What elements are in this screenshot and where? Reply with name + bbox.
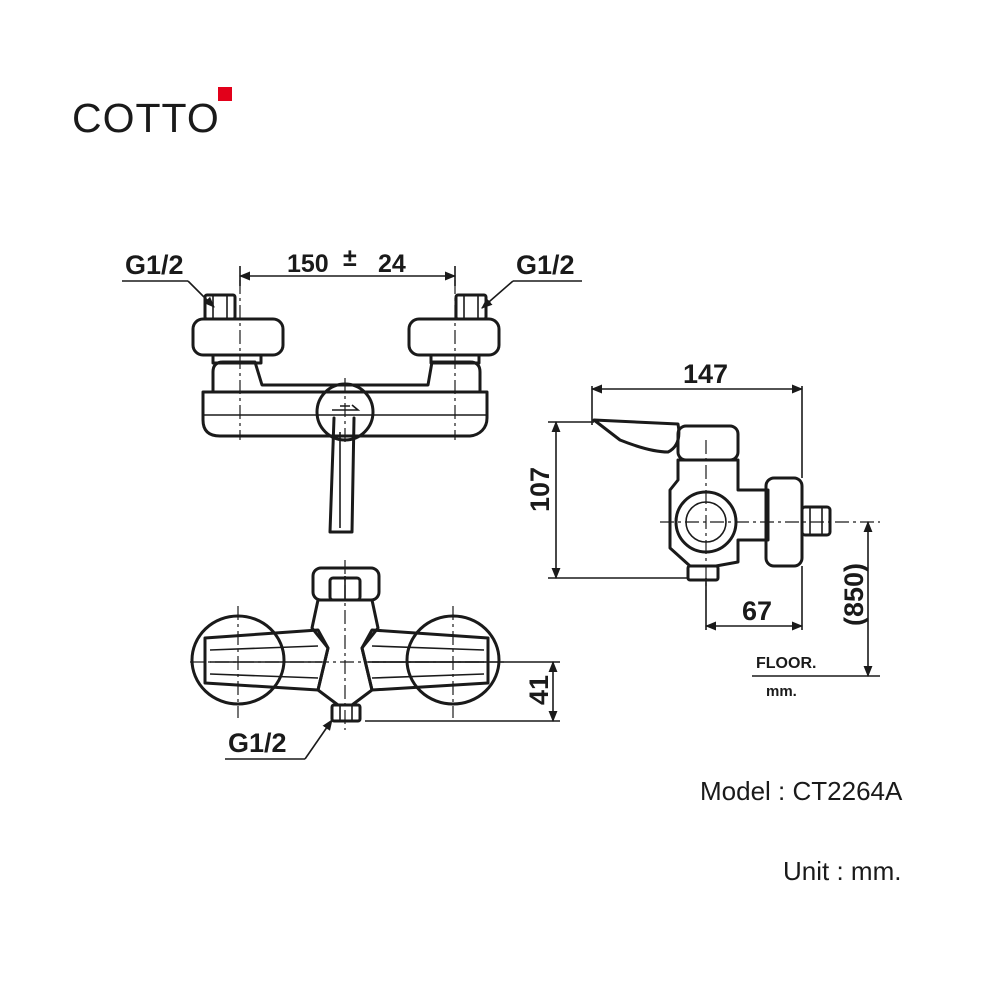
floor-unit: mm.	[766, 683, 797, 700]
inlet-right-label: G1/2	[516, 250, 575, 280]
depth-dimension: 147	[683, 359, 728, 389]
front-view: 150 ± 24 G1/2 G1/2	[122, 244, 582, 534]
brand-name: COTTO	[72, 95, 220, 141]
model-label: Model : CT2264A	[700, 776, 903, 806]
outlet-depth: 41	[524, 675, 554, 705]
outlet-thread-label: G1/2	[228, 728, 287, 758]
height-dimension: 107	[525, 467, 555, 512]
unit-label: Unit : mm.	[783, 856, 902, 886]
distance-tolerance: 24	[378, 250, 406, 278]
floor-label: FLOOR.	[756, 655, 816, 672]
top-view: 41 G1/2	[190, 560, 560, 760]
cotto-logo: COTTO	[72, 87, 232, 141]
distance-value: 150	[287, 250, 329, 278]
floor-height: (850)	[839, 563, 869, 626]
outlet-offset: 67	[742, 596, 772, 626]
distance-tolerance-sign: ±	[343, 244, 357, 272]
side-view: 147 107 67 (850) FLOOR. mm.	[525, 359, 880, 700]
brand-accent-square	[218, 87, 232, 101]
inlet-left-label: G1/2	[125, 250, 184, 280]
